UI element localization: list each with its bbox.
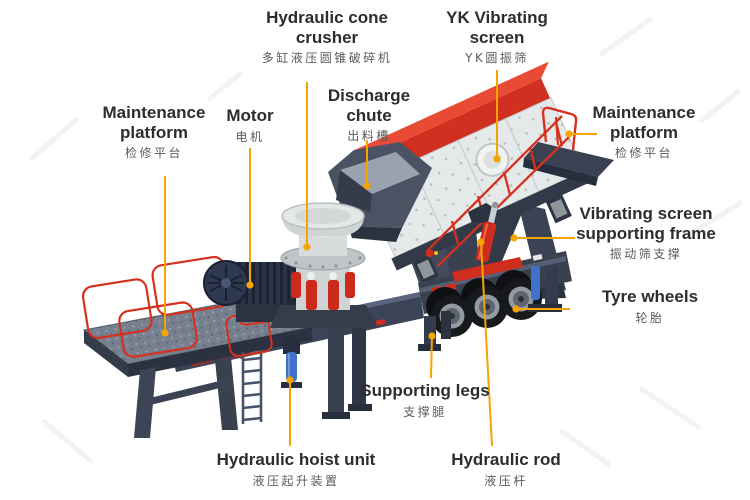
leader-yk-vibrating-screen xyxy=(493,70,501,163)
reflector-stripe xyxy=(452,257,523,282)
leader-vibrating-screen-supporting-frame xyxy=(510,234,575,242)
label-zh: 支撑腿 xyxy=(403,404,447,419)
discharge-chute-part xyxy=(328,142,432,242)
crusher-base xyxy=(270,305,378,328)
supporting-legs-mid xyxy=(322,324,372,419)
label-en: Maintenance platform xyxy=(102,103,206,142)
label-hydraulic-rod: Hydraulic rod 液压杆 xyxy=(426,450,586,488)
label-maintenance-platform-right: Maintenance platform 检修平台 xyxy=(574,103,714,161)
label-maintenance-platform-left: Maintenance platform 检修平台 xyxy=(84,103,224,161)
tyre-wheel xyxy=(431,295,473,337)
label-zh: 出料槽 xyxy=(347,129,391,144)
leader-hydraulic-cone-crusher xyxy=(303,82,311,251)
leader-hydraulic-hoist-unit xyxy=(286,376,294,446)
label-en: Maintenance platform xyxy=(592,103,696,142)
leader-tyre-wheels xyxy=(512,305,570,313)
label-en: Hydraulic hoist unit xyxy=(216,450,376,469)
leader-hydraulic-rod xyxy=(477,238,493,447)
supporting-legs-rear xyxy=(528,266,562,312)
label-en: Hydraulic cone crusher xyxy=(266,8,388,47)
label-hydraulic-hoist-unit: Hydraulic hoist unit 液压起升装置 xyxy=(181,450,411,488)
label-zh: 检修平台 xyxy=(124,146,183,161)
label-tyre-wheels: Tyre wheels 轮胎 xyxy=(580,287,720,325)
label-zh: 液压杆 xyxy=(484,473,528,488)
cone-crusher-unit xyxy=(270,202,378,328)
label-en: Discharge chute xyxy=(327,86,411,125)
label-zh: 振动筛支撑 xyxy=(609,247,683,262)
label-en: Hydraulic rod xyxy=(451,450,561,469)
leader-lines xyxy=(161,70,597,447)
right-platform-deck xyxy=(524,142,614,177)
leader-maintenance-platform-left xyxy=(161,176,169,337)
platform-legs xyxy=(134,357,238,438)
label-zh: 液压起升装置 xyxy=(252,473,340,488)
leader-motor xyxy=(246,148,254,289)
right-platform-railing xyxy=(541,106,578,151)
screen-top-surface xyxy=(347,61,549,167)
label-en: Vibrating screen supporting frame xyxy=(576,204,716,243)
leader-discharge-chute xyxy=(363,140,371,190)
label-en: YK Vibrating screen xyxy=(446,8,548,47)
leader-supporting-legs xyxy=(428,332,436,379)
label-supporting-legs: Supporting legs 支撑腿 xyxy=(345,381,505,419)
label-hydraulic-cone-crusher: Hydraulic cone crusher 多缸液压圆锥破碎机 xyxy=(242,8,412,66)
crusher-hydraulic-cylinders xyxy=(291,272,355,310)
label-en: Supporting legs xyxy=(360,381,490,400)
label-zh: YK圆振筛 xyxy=(465,51,529,66)
label-en: Motor xyxy=(226,106,274,125)
label-yk-vibrating-screen: YK Vibrating screen YK圆振筛 xyxy=(432,8,562,66)
hydraulic-hoist-unit-part xyxy=(281,337,302,388)
label-zh: 轮胎 xyxy=(635,310,665,325)
label-motor: Motor 电机 xyxy=(200,106,300,144)
label-zh: 电机 xyxy=(235,129,265,144)
label-zh: 多缸液压圆锥破碎机 xyxy=(261,51,393,66)
tyre-wheel xyxy=(466,286,508,328)
label-discharge-chute: Discharge chute 出料槽 xyxy=(314,86,424,144)
access-ladder xyxy=(241,350,263,424)
label-vibrating-screen-supporting-frame: Vibrating screen supporting frame 振动筛支撑 xyxy=(566,204,726,262)
screen-spring-mounts xyxy=(412,194,572,284)
background-watermark-marks xyxy=(28,15,744,468)
leader-maintenance-platform-right xyxy=(565,130,597,138)
label-en: Tyre wheels xyxy=(601,287,699,306)
label-zh: 检修平台 xyxy=(614,146,673,161)
